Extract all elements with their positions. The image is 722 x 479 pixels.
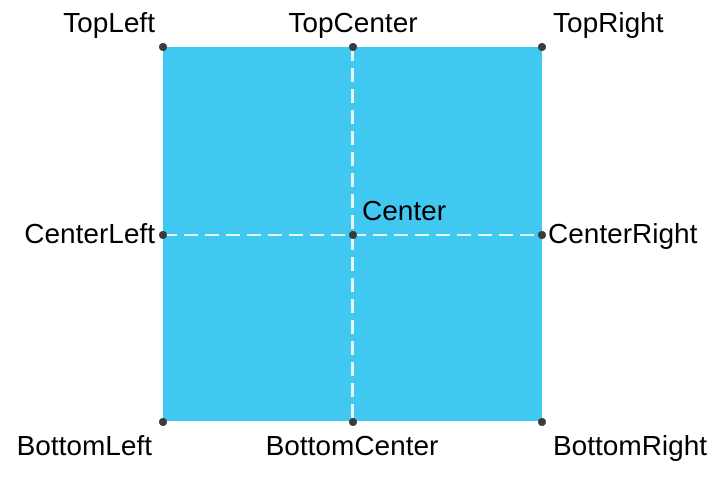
label-bottom-right: BottomRight	[553, 430, 708, 461]
anchor-dot-center	[348, 231, 357, 239]
label-center: Center	[362, 195, 447, 226]
label-bottom-center: BottomCenter	[265, 430, 439, 461]
label-top-right: TopRight	[553, 7, 664, 38]
label-center-left: CenterLeft	[24, 218, 155, 249]
label-top-left: TopLeft	[63, 7, 155, 38]
label-bottom-left: BottomLeft	[16, 430, 152, 461]
label-top-center: TopCenter	[288, 7, 418, 38]
anchor-dot-center-left	[159, 231, 167, 239]
anchor-dot-top-left	[159, 43, 167, 51]
anchor-dot-center-right	[538, 231, 546, 239]
anchor-dot-bottom-right	[538, 418, 546, 426]
anchor-dot-bottom-left	[159, 418, 167, 426]
anchor-dot-top-center	[348, 43, 357, 51]
anchor-dot-bottom-center	[348, 418, 357, 426]
label-center-right: CenterRight	[548, 218, 698, 249]
anchor-dot-top-right	[538, 43, 546, 51]
